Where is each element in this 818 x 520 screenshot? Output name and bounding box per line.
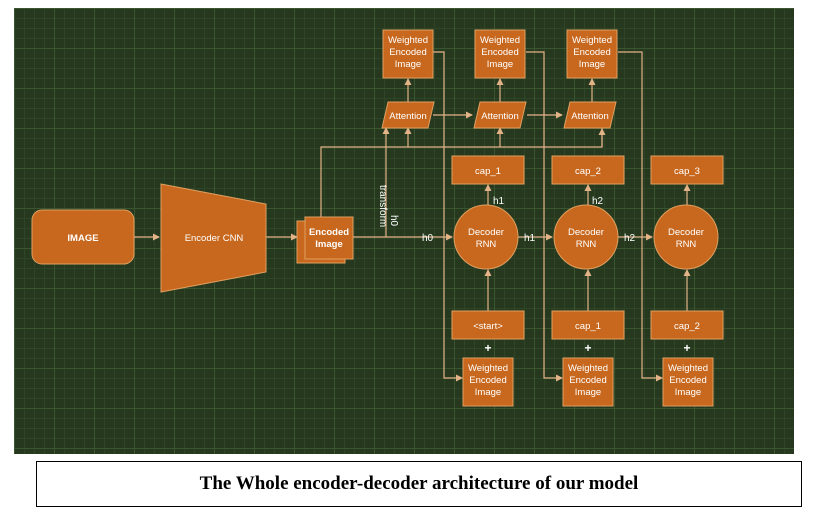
cap-out-3[interactable]: cap_3 xyxy=(650,155,724,185)
weighted-top-3[interactable]: Weighted Encoded Image xyxy=(566,29,618,79)
weighted-top-3-line-3: Image xyxy=(579,59,605,70)
cap-in-3[interactable]: cap_2 xyxy=(650,310,724,340)
plus-sign-1: + xyxy=(484,341,491,355)
weighted-bottom-3-line-3: Image xyxy=(675,387,701,398)
weighted-bottom-2-line-1: Weighted xyxy=(568,363,608,374)
weighted-bottom-3-line-2: Encoded xyxy=(669,375,707,386)
weighted-top-1-line-3: Image xyxy=(395,59,421,70)
encoder-cnn-label: Encoder CNN xyxy=(185,233,244,244)
weighted-bottom-2[interactable]: Weighted Encoded Image xyxy=(562,357,614,407)
edge-label-transform: transform xyxy=(377,185,388,227)
encoded-image-line-2: Image xyxy=(315,239,342,250)
attention-1[interactable]: Attention xyxy=(381,101,435,129)
edge-weighted3-down xyxy=(618,51,663,382)
decoder-rnn-3-line-2: RNN xyxy=(676,239,697,250)
cap-in-1[interactable]: <start> xyxy=(451,310,525,340)
edge-label-h1-up: h1 xyxy=(493,196,505,207)
decoder-rnn-1-line-2: RNN xyxy=(476,239,497,250)
weighted-bottom-2-line-2: Encoded xyxy=(569,375,607,386)
attention-2-label: Attention xyxy=(481,111,519,122)
weighted-top-2-line-2: Encoded xyxy=(481,47,519,58)
edge-label-h0: h0 xyxy=(422,233,434,244)
plus-sign-3: + xyxy=(683,341,690,355)
cap-in-1-label: <start> xyxy=(473,321,503,332)
decoder-rnn-2-line-1: Decoder xyxy=(568,227,604,238)
weighted-top-2-line-1: Weighted xyxy=(480,35,520,46)
weighted-top-3-line-1: Weighted xyxy=(572,35,612,46)
cap-out-2[interactable]: cap_2 xyxy=(551,155,625,185)
weighted-top-3-line-2: Encoded xyxy=(573,47,611,58)
decoder-rnn-2-line-2: RNN xyxy=(576,239,597,250)
decoder-rnn-1[interactable]: Decoder RNN xyxy=(453,204,519,270)
cap-out-1[interactable]: cap_1 xyxy=(451,155,525,185)
encoder-cnn-node[interactable]: Encoder CNN xyxy=(160,183,267,293)
weighted-bottom-2-line-3: Image xyxy=(575,387,601,398)
cap-out-3-label: cap_3 xyxy=(674,166,700,177)
weighted-top-2-line-3: Image xyxy=(487,59,513,70)
encoded-image-line-1: Encoded xyxy=(309,227,349,238)
weighted-bottom-3[interactable]: Weighted Encoded Image xyxy=(662,357,714,407)
cap-in-3-label: cap_2 xyxy=(674,321,700,332)
decoder-rnn-3-line-1: Decoder xyxy=(668,227,704,238)
weighted-bottom-1-line-3: Image xyxy=(475,387,501,398)
cap-out-2-label: cap_2 xyxy=(575,166,601,177)
decoder-rnn-2[interactable]: Decoder RNN xyxy=(553,204,619,270)
image-node-label: IMAGE xyxy=(67,233,98,244)
weighted-bottom-1-line-2: Encoded xyxy=(469,375,507,386)
figure-caption: The Whole encoder-decoder architecture o… xyxy=(36,461,802,507)
attention-1-label: Attention xyxy=(389,111,427,122)
edge-label-h1: h1 xyxy=(524,233,536,244)
edge-weighted1-down xyxy=(426,51,463,382)
encoded-image-node[interactable]: Encoded Image xyxy=(296,216,354,264)
diagram-canvas: h0 h1 h2 h1 h2 transform h0 IMAGE Encode… xyxy=(14,8,794,454)
attention-2[interactable]: Attention xyxy=(473,101,527,129)
cap-in-2[interactable]: cap_1 xyxy=(551,310,625,340)
attention-3-label: Attention xyxy=(571,111,609,122)
edges xyxy=(134,51,691,382)
weighted-bottom-1-line-1: Weighted xyxy=(468,363,508,374)
edge-label-transform-h0: h0 xyxy=(388,215,399,227)
edge-weighted2-down xyxy=(526,51,563,382)
cap-in-2-label: cap_1 xyxy=(575,321,601,332)
edge-label-h2: h2 xyxy=(624,233,636,244)
architecture-diagram: h0 h1 h2 h1 h2 transform h0 IMAGE Encode… xyxy=(31,29,724,407)
plus-sign-2: + xyxy=(584,341,591,355)
weighted-top-1-line-1: Weighted xyxy=(388,35,428,46)
weighted-top-2[interactable]: Weighted Encoded Image xyxy=(474,29,526,79)
decoder-rnn-3[interactable]: Decoder RNN xyxy=(653,204,719,270)
cap-out-1-label: cap_1 xyxy=(475,166,501,177)
edge-label-h2-up: h2 xyxy=(592,196,604,207)
edge-labels: h0 h1 h2 h1 h2 transform h0 xyxy=(377,185,636,244)
image-node[interactable]: IMAGE xyxy=(31,209,135,265)
decoder-rnn-1-line-1: Decoder xyxy=(468,227,504,238)
weighted-top-1-line-2: Encoded xyxy=(389,47,427,58)
attention-3[interactable]: Attention xyxy=(563,101,617,129)
weighted-bottom-3-line-1: Weighted xyxy=(668,363,708,374)
weighted-bottom-1[interactable]: Weighted Encoded Image xyxy=(462,357,514,407)
weighted-top-1[interactable]: Weighted Encoded Image xyxy=(382,29,434,79)
